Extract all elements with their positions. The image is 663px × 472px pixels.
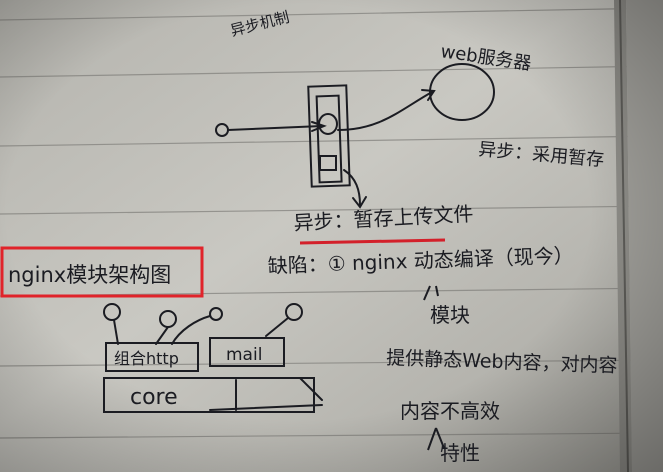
upload-underline (299, 238, 446, 245)
feature-note: 特性 (440, 441, 480, 465)
web-server-node (429, 63, 495, 121)
nginx-box (307, 84, 351, 188)
mail-module-label: mail (226, 345, 262, 365)
architecture-title: nginx模块架构图 (8, 263, 171, 287)
core-module-box (103, 377, 315, 413)
server-diagram (215, 63, 495, 209)
http-module-label: 组合http (114, 349, 179, 368)
http-module-box (105, 342, 199, 372)
highlight-box (0, 246, 204, 298)
core-module-label: core (130, 385, 178, 410)
process-node (318, 113, 338, 135)
architecture-sketch (103, 303, 323, 413)
mail-module-box (209, 337, 285, 367)
module-label: 模块 (430, 303, 470, 327)
tmp-store (319, 155, 337, 171)
efficiency-note: 内容不高效 (400, 399, 500, 423)
